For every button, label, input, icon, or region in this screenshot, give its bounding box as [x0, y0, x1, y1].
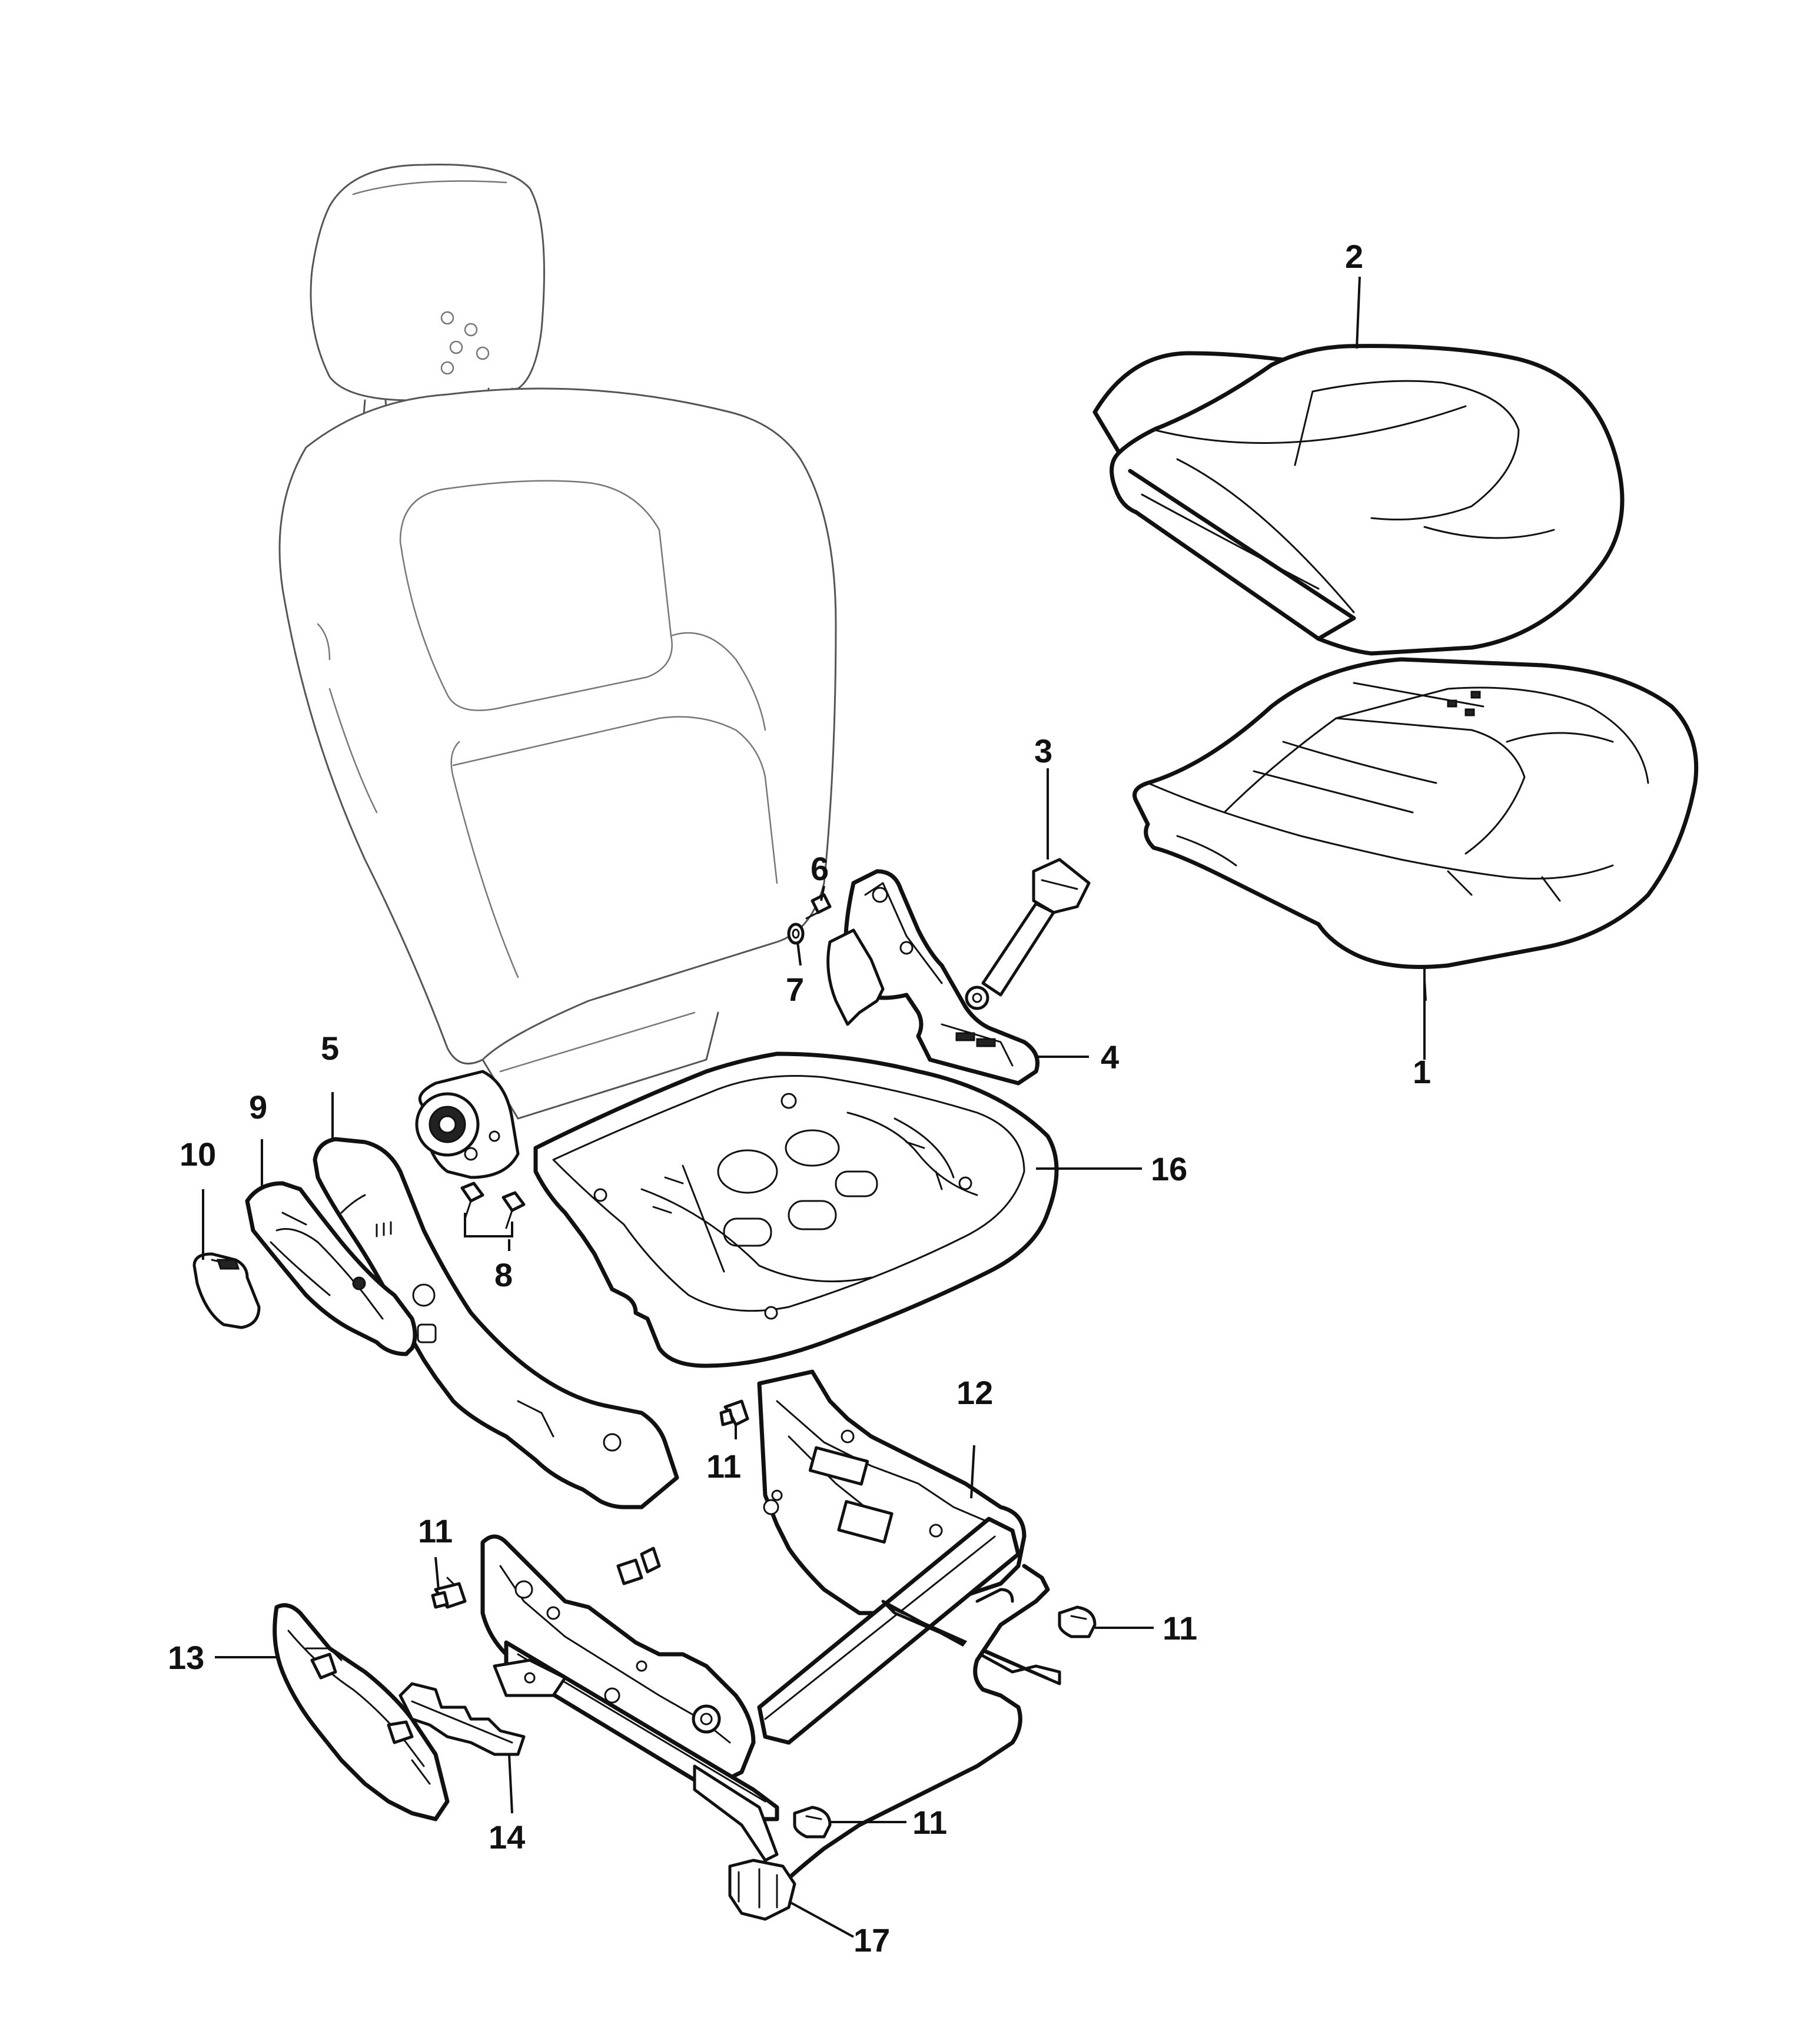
part-11-clip-d [793, 1806, 832, 1839]
callout-8: 8 [494, 1256, 513, 1293]
part-17-clip [728, 1859, 796, 1921]
callout-3: 3 [1034, 732, 1052, 769]
callout-2: 2 [1345, 238, 1363, 275]
leader-lines [202, 276, 1427, 1938]
callout-12: 12 [957, 1374, 993, 1411]
callout-11d: 11 [912, 1804, 947, 1841]
part-7-washer [787, 923, 805, 945]
part-6-bolt [805, 893, 832, 920]
callout-17: 17 [853, 1922, 890, 1959]
part-11-clip-b [431, 1577, 467, 1609]
part-1-seat-pad [1132, 657, 1699, 969]
callout-9: 9 [249, 1089, 267, 1126]
part-11-clip-c [1058, 1605, 1097, 1638]
callout-11a: 11 [706, 1448, 741, 1485]
callout-14: 14 [489, 1819, 525, 1856]
callout-6: 6 [811, 850, 829, 887]
callout-11c: 11 [1163, 1610, 1197, 1647]
callout-16: 16 [1151, 1150, 1187, 1187]
part-4-trim-shield [843, 869, 1039, 1086]
callout-10: 10 [180, 1136, 216, 1173]
callout-1: 1 [1413, 1053, 1431, 1090]
part-12-seat-frame [480, 1369, 1061, 1886]
part-16-seat-pan [533, 1051, 1059, 1368]
part-10-handle [192, 1252, 261, 1329]
part-11-clip-a [719, 1399, 749, 1426]
callout-11b: 11 [418, 1512, 453, 1549]
callout-5: 5 [321, 1030, 339, 1067]
seat-back-ghost [278, 164, 837, 1120]
part-13-front-trim [273, 1603, 450, 1821]
part-8-bolts [460, 1182, 526, 1229]
callout-4: 4 [1101, 1038, 1119, 1076]
recliner-mechanism [415, 1070, 520, 1179]
callout-13: 13 [168, 1639, 204, 1676]
part-14-bracket [398, 1682, 526, 1756]
part-4-trim-shield-inner [826, 928, 885, 1026]
part-3-seat-belt-buckle [965, 858, 1091, 1010]
callout-7: 7 [786, 971, 804, 1008]
callout-labels: 1 2 3 4 5 6 7 8 9 10 11 11 11 11 12 13 1… [168, 238, 1431, 1959]
part-2-seat-cover [1092, 344, 1625, 656]
part-9-side-trim [245, 1181, 417, 1356]
